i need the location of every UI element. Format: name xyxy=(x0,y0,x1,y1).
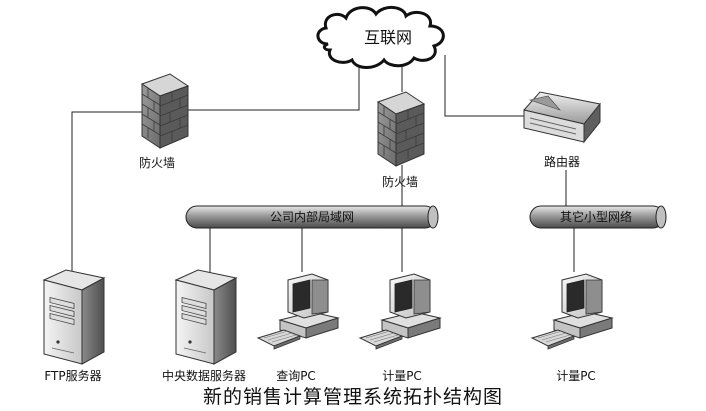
pc-icon xyxy=(359,273,441,350)
router-icon xyxy=(523,91,601,144)
internet-label: 互联网 xyxy=(364,28,412,47)
firewall-left: 防火墙 xyxy=(139,73,189,170)
query-pc: 查询PC xyxy=(257,273,339,383)
other-network-bus: 其它小型网络 xyxy=(529,205,667,229)
cloud-icon xyxy=(316,6,445,69)
firewall-icon xyxy=(377,91,425,167)
firewall-center: 防火墙 xyxy=(377,91,425,189)
router-label: 路由器 xyxy=(544,154,580,169)
router: 路由器 xyxy=(523,91,601,169)
central-db-server: 中央数据服务器 xyxy=(162,269,246,383)
other-network-label: 其它小型网络 xyxy=(560,209,632,224)
central-db-server-label: 中央数据服务器 xyxy=(162,368,246,383)
metering-pc-1-label: 计量PC xyxy=(382,369,422,383)
metering-pc-1: 计量PC xyxy=(359,273,441,383)
server-icon xyxy=(175,269,237,365)
company-lan-label: 公司内部局域网 xyxy=(270,209,354,224)
query-pc-label: 查询PC xyxy=(276,369,316,383)
pc-icon xyxy=(257,273,339,350)
pc-icon xyxy=(531,273,613,350)
server-icon xyxy=(43,269,105,365)
company-lan-bus: 公司内部局域网 xyxy=(185,205,439,229)
ftp-server: FTP服务器 xyxy=(43,269,105,383)
firewall-center-label: 防火墙 xyxy=(382,174,418,189)
firewall-icon xyxy=(141,73,189,149)
ftp-server-label: FTP服务器 xyxy=(44,368,101,383)
connection-lines xyxy=(71,55,575,272)
link-internet-router xyxy=(444,55,524,117)
metering-pc-2: 计量PC xyxy=(531,273,613,383)
link-left-firewall-ftp xyxy=(71,111,142,272)
link-internet-left-firewall xyxy=(182,60,360,111)
diagram-caption: 新的销售计算管理系统拓扑结构图 xyxy=(203,386,503,408)
firewall-left-label: 防火墙 xyxy=(139,155,175,170)
internet-cloud: 互联网 xyxy=(316,6,445,69)
metering-pc-2-label: 计量PC xyxy=(556,369,596,383)
